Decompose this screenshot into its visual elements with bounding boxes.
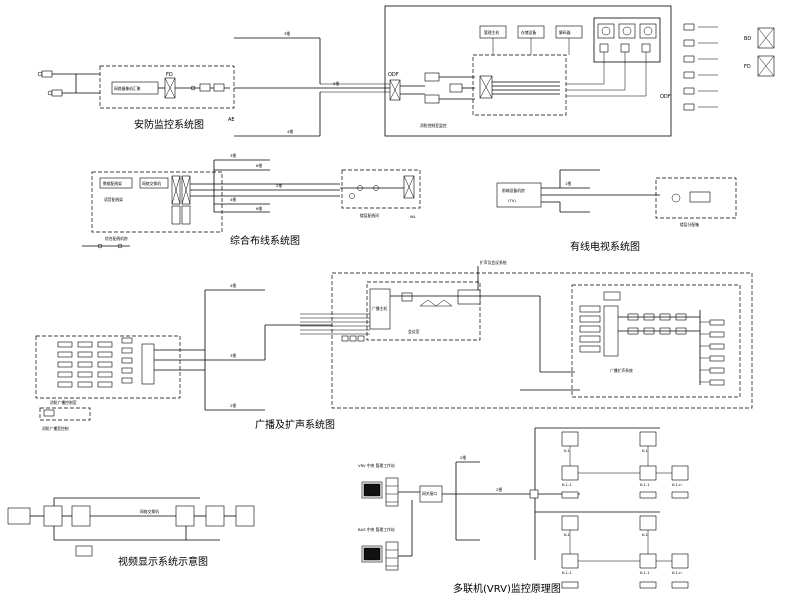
svg-text:6根: 6根	[256, 206, 262, 211]
vrv-unit-label: K-1	[564, 448, 570, 453]
cable-tv-title: 有线电视系统图	[570, 240, 640, 253]
svg-text:1根: 1根	[565, 181, 571, 186]
svg-text:前端设备机房: 前端设备机房	[502, 188, 525, 193]
legend-fd-label: FD	[744, 64, 751, 70]
broadcast-rack-rows	[57, 337, 155, 388]
cabling-title: 综合布线系统图	[230, 234, 300, 247]
svg-text:存储设备: 存储设备	[521, 30, 536, 35]
monitoring-room: ODF 管理主机 存储设备 解码器	[384, 5, 672, 137]
camera-icon	[37, 70, 63, 97]
svg-text:网关接口: 网关接口	[422, 491, 437, 496]
amplifier-rows	[579, 305, 725, 386]
svg-text:网络交换机: 网络交换机	[140, 509, 159, 514]
svg-text:语音配线架: 语音配线架	[104, 197, 123, 202]
svg-text:会议室: 会议室	[408, 329, 420, 334]
svg-text:网络交换机: 网络交换机	[142, 181, 161, 186]
svg-text:6根: 6根	[256, 163, 262, 168]
svg-text:4根: 4根	[230, 283, 236, 288]
svg-text:4根: 4根	[287, 129, 293, 134]
svg-text:消防控制室监控: 消防控制室监控	[420, 123, 447, 128]
fd-distribution-frame: FD	[164, 72, 176, 99]
svg-text:2根: 2根	[230, 403, 236, 408]
svg-text:楼层分配箱: 楼层分配箱	[680, 222, 699, 227]
monitor-wall	[597, 23, 657, 53]
vrv-unit-group-bottom: K-1 K-1 K-1-1 K-1-1 K-1-n	[561, 515, 689, 589]
svg-text:5根: 5根	[333, 81, 339, 86]
legend-odf-label: ODF	[660, 94, 671, 100]
svg-text:3根: 3根	[284, 31, 290, 36]
integrated-cabling-diagram: 数据配线架 网络交换机 语音配线架 3根 6根 2根 4根 6根 楼层配线间 W…	[82, 153, 421, 249]
vrv-unit-label: K-1	[564, 532, 570, 537]
svg-text:2根: 2根	[496, 487, 502, 492]
broadcast-title: 广播及扩声系统图	[255, 418, 335, 431]
svg-text:解码器: 解码器	[559, 30, 571, 35]
svg-text:2根: 2根	[460, 455, 466, 460]
svg-text:管理主机: 管理主机	[484, 30, 499, 35]
svg-text:WL: WL	[410, 214, 417, 219]
broadcast-diagram: 4根 3根 2根 消防广播控制室 消防广播室控制 广播主机	[35, 260, 753, 431]
svg-text:3根: 3根	[230, 353, 236, 358]
bas-station-label: BAS 中央 管理工作站	[358, 527, 395, 532]
cable-tv-diagram: 前端设备机房 (TV) 1根 楼层分配箱 有线电视系统图	[496, 169, 737, 253]
svg-text:数据配线架: 数据配线架	[103, 181, 122, 186]
svg-text:广播主机: 广播主机	[372, 306, 387, 311]
svg-text:消防广播室控制: 消防广播室控制	[42, 426, 69, 431]
svg-text:楼层配线间: 楼层配线间	[360, 213, 379, 218]
security-monitoring-diagram: 网络摄像机汇聚 FD AE 3根 5根 4根 安防监控系统图	[37, 31, 390, 137]
symbol-legend: BD FD ODF	[660, 23, 775, 111]
svg-text:广播扩声系统: 广播扩声系统	[610, 368, 633, 373]
vrv-unit-label: K-1-1	[640, 570, 650, 575]
vrv-unit-label: K-1	[642, 532, 648, 537]
vrv-station-label: VRV 中央 管理工作站	[358, 463, 395, 468]
vrv-title: 多联机(VRV)监控原理图	[453, 582, 561, 595]
vrv-unit-label: K-1-n	[672, 570, 682, 575]
vrv-unit-group-top: K-1 K-1 K-1-1 K-1-1 K-1-n	[561, 431, 689, 499]
svg-text:消防广播控制室: 消防广播控制室	[50, 400, 77, 405]
broadcast-bus-bars	[300, 313, 370, 342]
svg-text:扩声及会议系统: 扩声及会议系统	[480, 260, 507, 265]
svg-text:2根: 2根	[276, 183, 282, 188]
legend-bd-label: BD	[744, 36, 751, 42]
svg-text:3根: 3根	[230, 153, 236, 158]
svg-text:综合配线机房: 综合配线机房	[105, 236, 128, 241]
svg-text:网络摄像机汇聚: 网络摄像机汇聚	[114, 86, 141, 91]
odf-frame: ODF	[388, 72, 401, 101]
video-display-title: 视频显示系统示意图	[118, 555, 208, 568]
svg-text:(TV): (TV)	[508, 198, 516, 203]
vrv-monitoring-diagram: VRV 中央 管理工作站 BAS 中央 管理工作站 网关接口 2根 2根	[358, 427, 689, 595]
vrv-unit-label: K-1-1	[562, 570, 572, 575]
security-title: 安防监控系统图	[134, 118, 204, 131]
vrv-unit-label: K-1-n	[672, 482, 682, 487]
fd-label: FD	[166, 72, 173, 78]
video-display-diagram: 网络交换机 视频显示系统示意图	[7, 497, 255, 568]
ae-label: AE	[228, 117, 235, 123]
odf-label: ODF	[388, 72, 399, 78]
computer-icon	[361, 477, 399, 507]
computer-icon	[361, 541, 399, 571]
svg-text:4根: 4根	[230, 197, 236, 202]
vrv-unit-label: K-1	[642, 448, 648, 453]
vrv-unit-label: K-1-1	[640, 482, 650, 487]
vrv-unit-label: K-1-1	[562, 482, 572, 487]
